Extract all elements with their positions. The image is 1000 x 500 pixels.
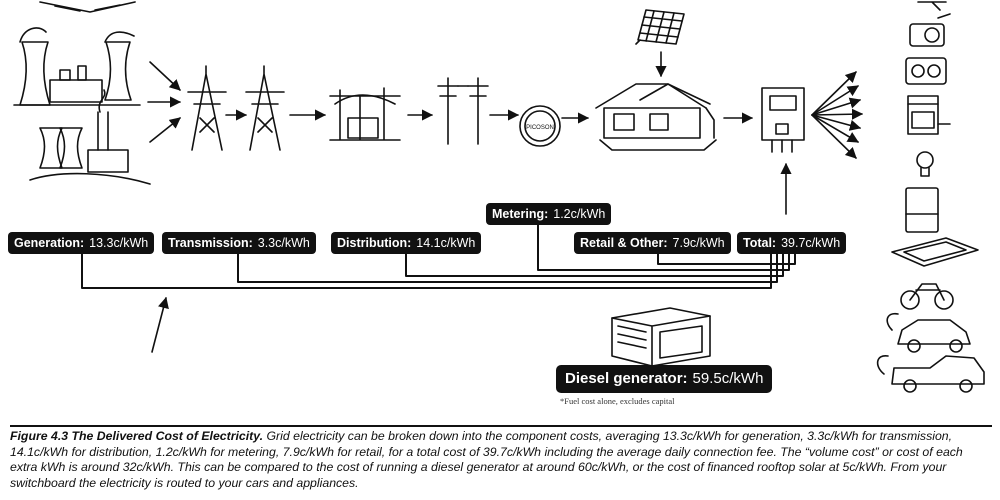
diesel-generator-label: Diesel generator:59.5c/kWh: [556, 365, 773, 393]
caption-body: Grid electricity can be broken down into…: [10, 429, 963, 490]
house-icon: [595, 83, 717, 151]
generation-label: Generation:13.3c/kWh: [8, 232, 155, 254]
electric-car-icon: [886, 312, 971, 353]
diesel-note: *Fuel cost alone, excludes capital: [560, 396, 675, 406]
fridge-icon: [905, 187, 939, 233]
figure-caption: Figure 4.3 The Delivered Cost of Electri…: [10, 425, 992, 491]
rooftop-solar-panel-icon: [635, 9, 685, 45]
total-label: Total:39.7c/kWh: [737, 232, 847, 254]
air-conditioner-icon: [909, 13, 951, 47]
light-bulb-icon: [916, 151, 934, 177]
power-pole-icon: [437, 77, 489, 145]
transmission-tower-icon-2: [245, 65, 285, 151]
hot-tub-icon: [891, 237, 979, 267]
transmission-label: Transmission:3.3c/kWh: [162, 232, 316, 254]
substation-icon: [329, 87, 401, 141]
caption-title: Figure 4.3 The Delivered Cost of Electri…: [10, 429, 264, 443]
gas-power-plant-icon: [29, 89, 151, 185]
diesel-generator-icon: [611, 307, 711, 367]
transmission-tower-icon: [187, 65, 227, 151]
lamp-icon: [917, 1, 947, 11]
meter-label: PICOSON: [526, 125, 554, 131]
retail-label: Retail & Other:7.9c/kWh: [574, 232, 731, 254]
power-outlet-icon: [905, 57, 947, 85]
electric-motorbike-icon: [900, 283, 954, 310]
oven-icon: [907, 95, 951, 135]
electricity-meter-icon: [519, 105, 561, 147]
diagram-artwork: PICOSON: [13, 1, 985, 393]
solar-farm-icon: [39, 1, 136, 13]
metering-label: Metering:1.2c/kWh: [486, 203, 612, 225]
coal-power-plant-icon: [13, 27, 141, 106]
electric-ute-icon: [876, 355, 985, 393]
distribution-label: Distribution:14.1c/kWh: [331, 232, 482, 254]
switchboard-icon: [761, 87, 805, 153]
